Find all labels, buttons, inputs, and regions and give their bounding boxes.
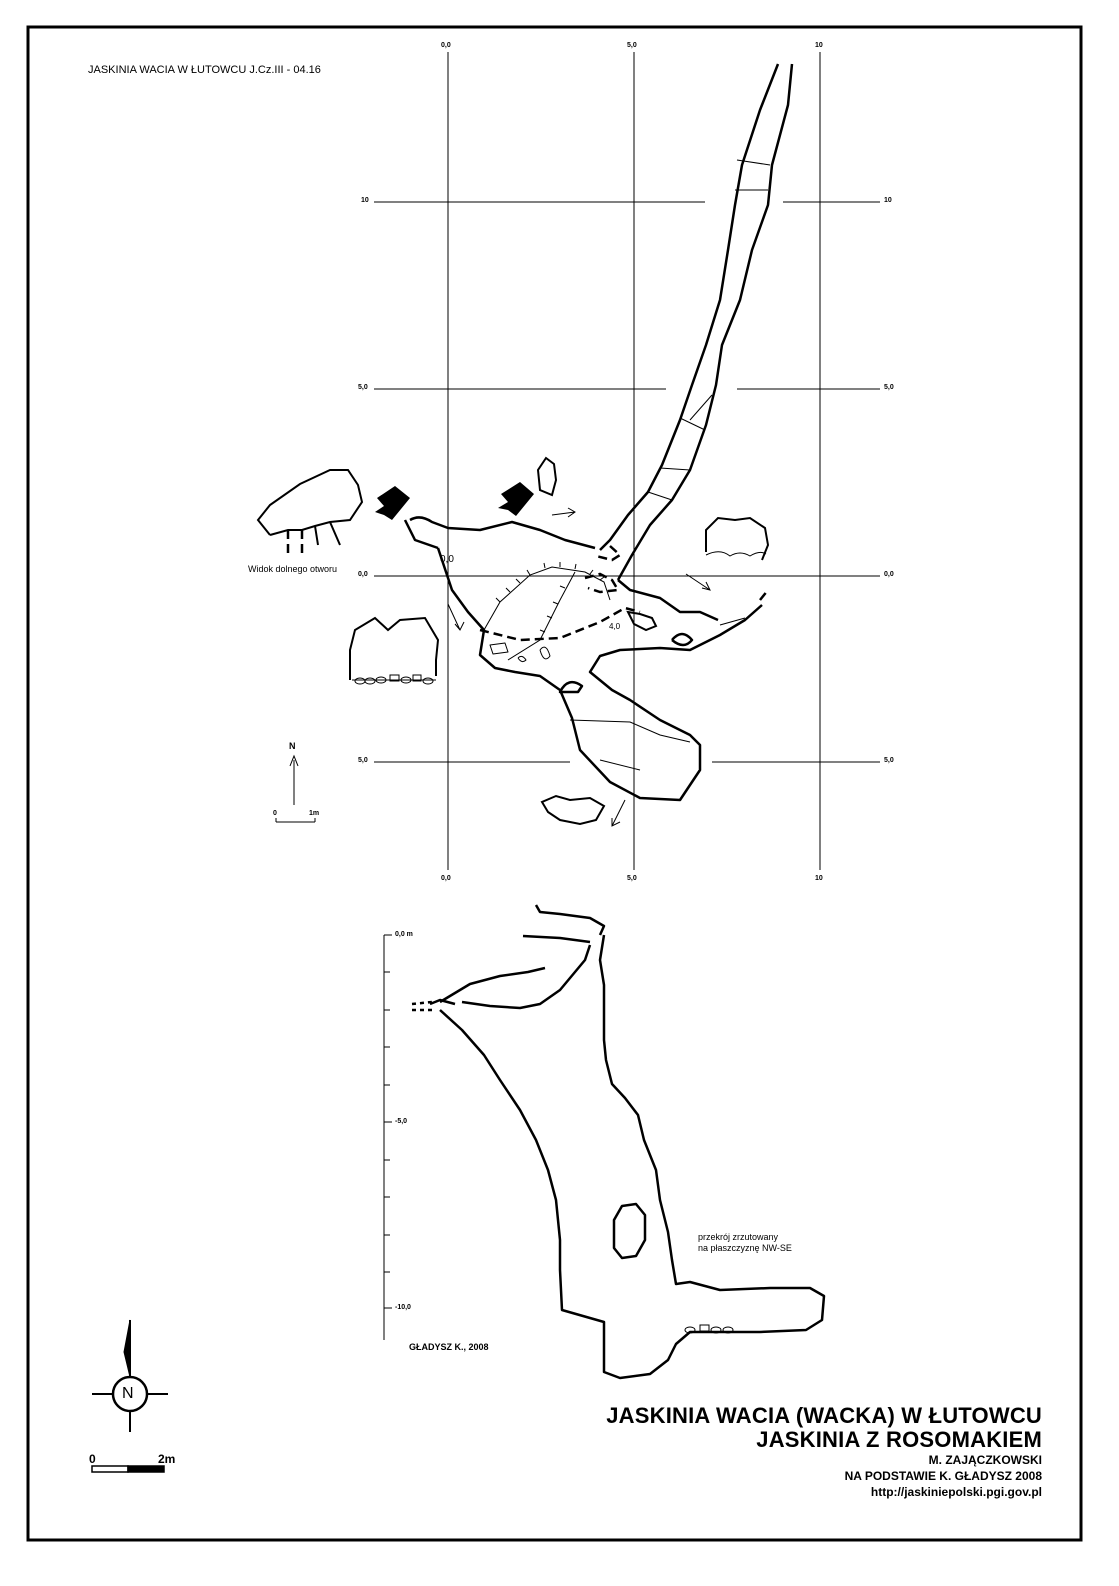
grid-label-top: 10 xyxy=(815,42,823,49)
grid-label-left: 10 xyxy=(361,197,369,204)
surveyor-credit: GŁADYSZ K., 2008 xyxy=(409,1342,489,1352)
section-outline xyxy=(429,904,826,1380)
grid-label-left: 5,0 xyxy=(358,757,368,764)
depth-label: -5,0 xyxy=(395,1118,408,1125)
plan-ledges xyxy=(483,159,771,771)
header-code-line: JASKINIA WACIA W ŁUTOWCU J.Cz.III - 04.1… xyxy=(88,64,321,76)
plan-outline xyxy=(403,63,794,802)
plan-scale-bar xyxy=(275,818,316,823)
map-title-secondary: JASKINIA Z ROSOMAKIEM xyxy=(756,1427,1042,1452)
projection-note: przekrój zrzutowany xyxy=(698,1232,779,1242)
lower-entrance-caption: Widok dolnego otworu xyxy=(248,564,338,574)
entrance-arrow-lower xyxy=(498,482,534,516)
plan-dashed-lines xyxy=(286,530,769,642)
upper-pillar-outline xyxy=(536,456,558,497)
legend-scale-end: 2m xyxy=(158,1452,176,1466)
plan-scale-end: 1m xyxy=(309,810,320,817)
depth-label: -10,0 xyxy=(395,1304,411,1311)
compass-letter: N xyxy=(122,1385,134,1402)
map-url: http://jaskiniepolski.pgi.gov.pl xyxy=(870,1485,1042,1499)
section-dashes xyxy=(411,1000,433,1012)
projection-note: na płaszczyznę NW-SE xyxy=(698,1243,792,1253)
grid-label-right: 0,0 xyxy=(884,571,894,578)
grid-label-right: 5,0 xyxy=(884,757,894,764)
grid-label-bottom: 10 xyxy=(815,875,823,882)
section-arrows xyxy=(447,507,711,827)
grid-label-right: 5,0 xyxy=(884,384,894,391)
plan-north-arrow xyxy=(289,754,299,805)
map-author: M. ZAJĄCZKOWSKI xyxy=(928,1453,1042,1467)
plan-north-label: N xyxy=(289,741,296,751)
station-label: 0,0 xyxy=(440,554,454,565)
depth-label: 0,0 m xyxy=(395,931,413,938)
section-depth-axis xyxy=(383,934,392,1340)
grid-label-right: 10 xyxy=(884,197,892,204)
plan-grid xyxy=(374,52,880,870)
grid-label-left: 0,0 xyxy=(358,571,368,578)
map-source: NA PODSTAWIE K. GŁADYSZ 2008 xyxy=(844,1469,1042,1483)
grid-label-top: 0,0 xyxy=(441,42,451,49)
pocket-outline xyxy=(626,610,658,632)
grid-label-bottom: 0,0 xyxy=(441,875,451,882)
station-label: 4,0 xyxy=(609,622,621,631)
cross-section-sketches xyxy=(256,469,770,826)
entrance-arrow-upper xyxy=(375,486,410,520)
legend-scale-start: 0 xyxy=(89,1452,96,1466)
grid-label-top: 5,0 xyxy=(627,42,637,49)
plan-scale-start: 0 xyxy=(273,810,277,817)
grid-label-left: 5,0 xyxy=(358,384,368,391)
entrance-arrows xyxy=(375,482,534,520)
legend-scale-bar xyxy=(91,1465,165,1473)
map-title-primary: JASKINIA WACIA (WACKA) W ŁUTOWCU xyxy=(606,1403,1042,1428)
section-pebbles xyxy=(684,1324,734,1334)
page-frame xyxy=(26,25,1083,1542)
compass-rose xyxy=(92,1319,168,1432)
pebbles-west xyxy=(354,674,434,685)
grid-label-bottom: 5,0 xyxy=(627,875,637,882)
